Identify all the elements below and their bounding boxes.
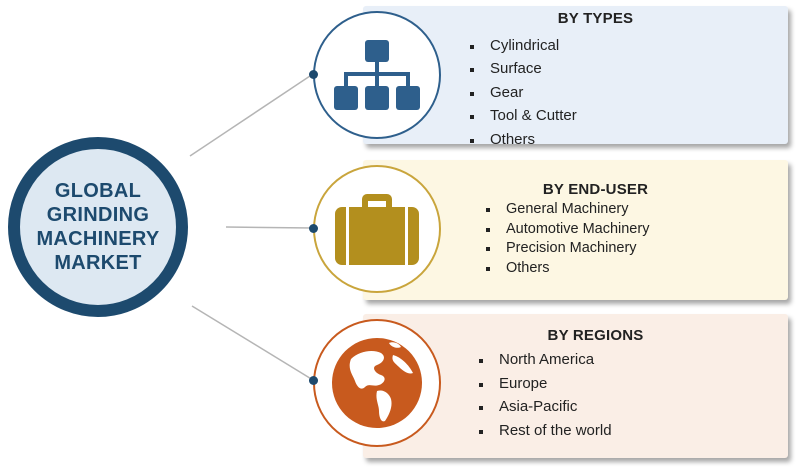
connector-dot-types xyxy=(309,70,318,79)
panel-heading-end-user: BY END-USER xyxy=(542,181,649,198)
hierarchy-icon xyxy=(334,40,420,110)
connector-regions xyxy=(191,305,314,381)
list-item: Others xyxy=(470,131,577,154)
types-list: Cylindrical Surface Gear Tool & Cutter O… xyxy=(470,37,577,154)
list-item: Europe xyxy=(479,375,612,399)
list-item: Others xyxy=(485,260,649,280)
list-item: Tool & Cutter xyxy=(470,107,577,130)
list-item: Precision Machinery xyxy=(485,240,649,260)
list-item: Surface xyxy=(470,60,577,83)
center-title: GLOBAL GRINDING MACHINERY MARKET xyxy=(36,180,160,274)
connector-end-user xyxy=(225,226,314,229)
globe-icon xyxy=(332,338,422,428)
list-item: Asia-Pacific xyxy=(479,398,612,422)
panel-by-types: BY TYPES Cylindrical Surface Gear Tool &… xyxy=(363,6,788,148)
list-item: Gear xyxy=(470,84,577,107)
connector-types xyxy=(189,73,314,157)
center-circle: GLOBAL GRINDING MACHINERY MARKET xyxy=(8,137,188,317)
list-item: Rest of the world xyxy=(479,422,612,446)
connector-dot-end-user xyxy=(309,224,318,233)
end-user-icon-circle xyxy=(313,165,441,293)
list-item: Automotive Machinery xyxy=(485,221,649,241)
panel-heading-types: BY TYPES xyxy=(557,10,634,27)
panel-heading-regions: BY REGIONS xyxy=(547,327,644,344)
briefcase-icon xyxy=(335,194,419,265)
list-item: Cylindrical xyxy=(470,37,577,60)
regions-icon-circle xyxy=(313,319,441,447)
regions-list: North America Europe Asia-Pacific Rest o… xyxy=(479,351,612,446)
connector-dot-regions xyxy=(309,376,318,385)
end-user-list: General Machinery Automotive Machinery P… xyxy=(485,201,649,280)
list-item: General Machinery xyxy=(485,201,649,221)
types-icon-circle xyxy=(313,11,441,139)
list-item: North America xyxy=(479,351,612,375)
